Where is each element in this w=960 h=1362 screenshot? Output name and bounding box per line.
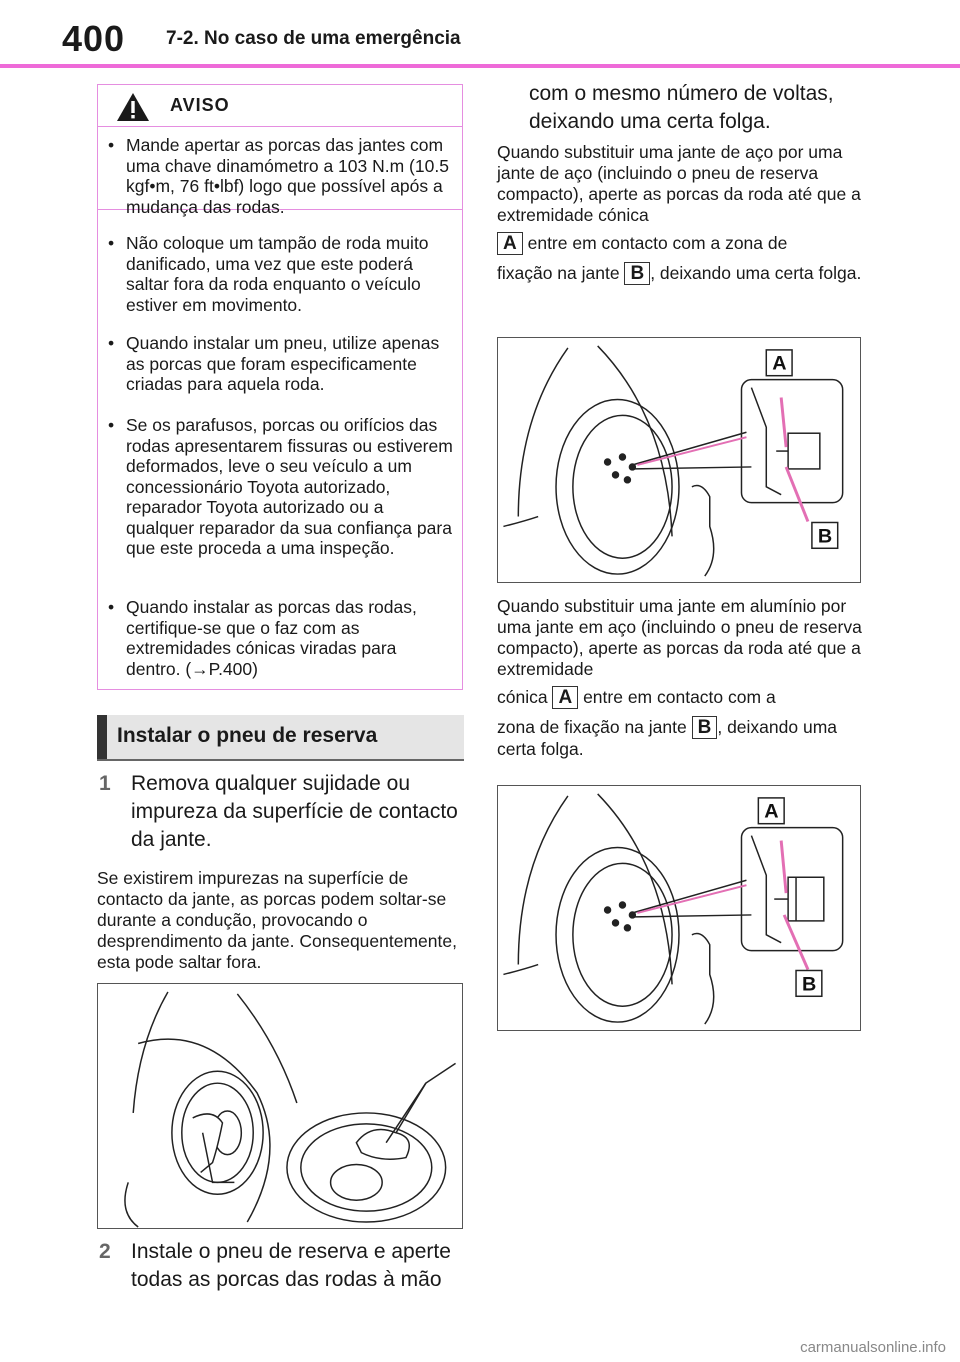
step-2-continued: Instale o pneu de reserva e aperte todas…: [497, 80, 863, 136]
warning-item: •Quando instalar as porcas das rodas, ce…: [108, 597, 417, 679]
steel-wheel-nut-illustration: A B: [503, 345, 844, 577]
watermark: carmanualsonline.info: [800, 1339, 946, 1356]
warning-item: •Se os parafusos, porcas ou orifícios da…: [108, 415, 453, 558]
alu-text-3: entre em contacto com a: [583, 687, 776, 707]
warning-item: •Não coloque um tampão de roda muito dan…: [108, 233, 429, 315]
step-text: Remova qualquer sujidade ou impureza da …: [131, 772, 458, 851]
chapter-title: 7-2. No caso de uma emergência: [166, 28, 461, 49]
figure-label-b: B: [802, 973, 816, 995]
warning-box: AVISO •Mande apertar as porcas das jante…: [97, 84, 463, 690]
step-1-note: Se existirem impurezas na superfície de …: [97, 868, 457, 972]
step-2: 2 Instale o pneu de reserva e aperte tod…: [99, 1238, 465, 1294]
steel-wheel-paragraph: Quando substituir uma jante de aço por u…: [497, 142, 863, 285]
section-heading-bar: [97, 715, 107, 759]
step-number: 1: [99, 772, 111, 795]
header-rule: [0, 64, 960, 68]
warning-triangle-icon: [117, 93, 149, 121]
section-heading-text: Instalar o pneu de reserva: [117, 724, 378, 747]
step-number: 2: [99, 1240, 111, 1263]
warning-title: AVISO: [170, 95, 230, 115]
alu-text-1: Quando substituir uma jante em alumínio …: [497, 596, 862, 679]
figure-label-a: A: [772, 353, 786, 375]
section-heading: Instalar o pneu de reserva: [97, 715, 464, 761]
warning-divider: [98, 209, 462, 210]
step-1: 1 Remova qualquer sujidade ou impureza d…: [99, 770, 465, 854]
alu-text-2: cónica: [497, 687, 548, 707]
step-text-continued: Instale o pneu de reserva e aperte todas…: [529, 82, 834, 133]
alu-text-5: , deixando uma certa folga.: [497, 717, 838, 759]
alu-wheel-nut-illustration: A B: [503, 793, 844, 1025]
warning-header: AVISO: [98, 85, 462, 127]
alu-wheel-paragraph: Quando substituir uma jante em alumínio …: [497, 596, 863, 760]
label-a: A: [552, 686, 579, 709]
figure-label-a: A: [764, 801, 778, 823]
label-a: A: [497, 232, 523, 255]
figure-clean-contact-surface: [97, 983, 463, 1229]
step-text: Instale o pneu de reserva e aperte todas…: [131, 1240, 451, 1291]
alu-text-4: zona de fixação na jante: [497, 717, 687, 737]
warning-item: •Quando instalar um pneu, utilize apenas…: [108, 333, 440, 394]
figure-label-b: B: [818, 525, 832, 547]
steel-text-2: entre em contacto com a zona de: [527, 233, 788, 253]
label-b: B: [624, 262, 651, 285]
steel-text-4: , deixando uma certa folga.: [650, 263, 862, 283]
figure-steel-wheel-nut: A B: [497, 337, 861, 583]
warning-item: •Mande apertar as porcas das jantes com …: [108, 135, 449, 217]
steel-text-3: fixação na jante: [497, 263, 620, 283]
page-number: 400: [62, 18, 126, 59]
wheel-cleaning-illustration: [124, 991, 456, 1228]
figure-alu-wheel-nut: A B: [497, 785, 861, 1031]
label-b: B: [691, 716, 718, 739]
steel-text-1: Quando substituir uma jante de aço por u…: [497, 142, 861, 225]
